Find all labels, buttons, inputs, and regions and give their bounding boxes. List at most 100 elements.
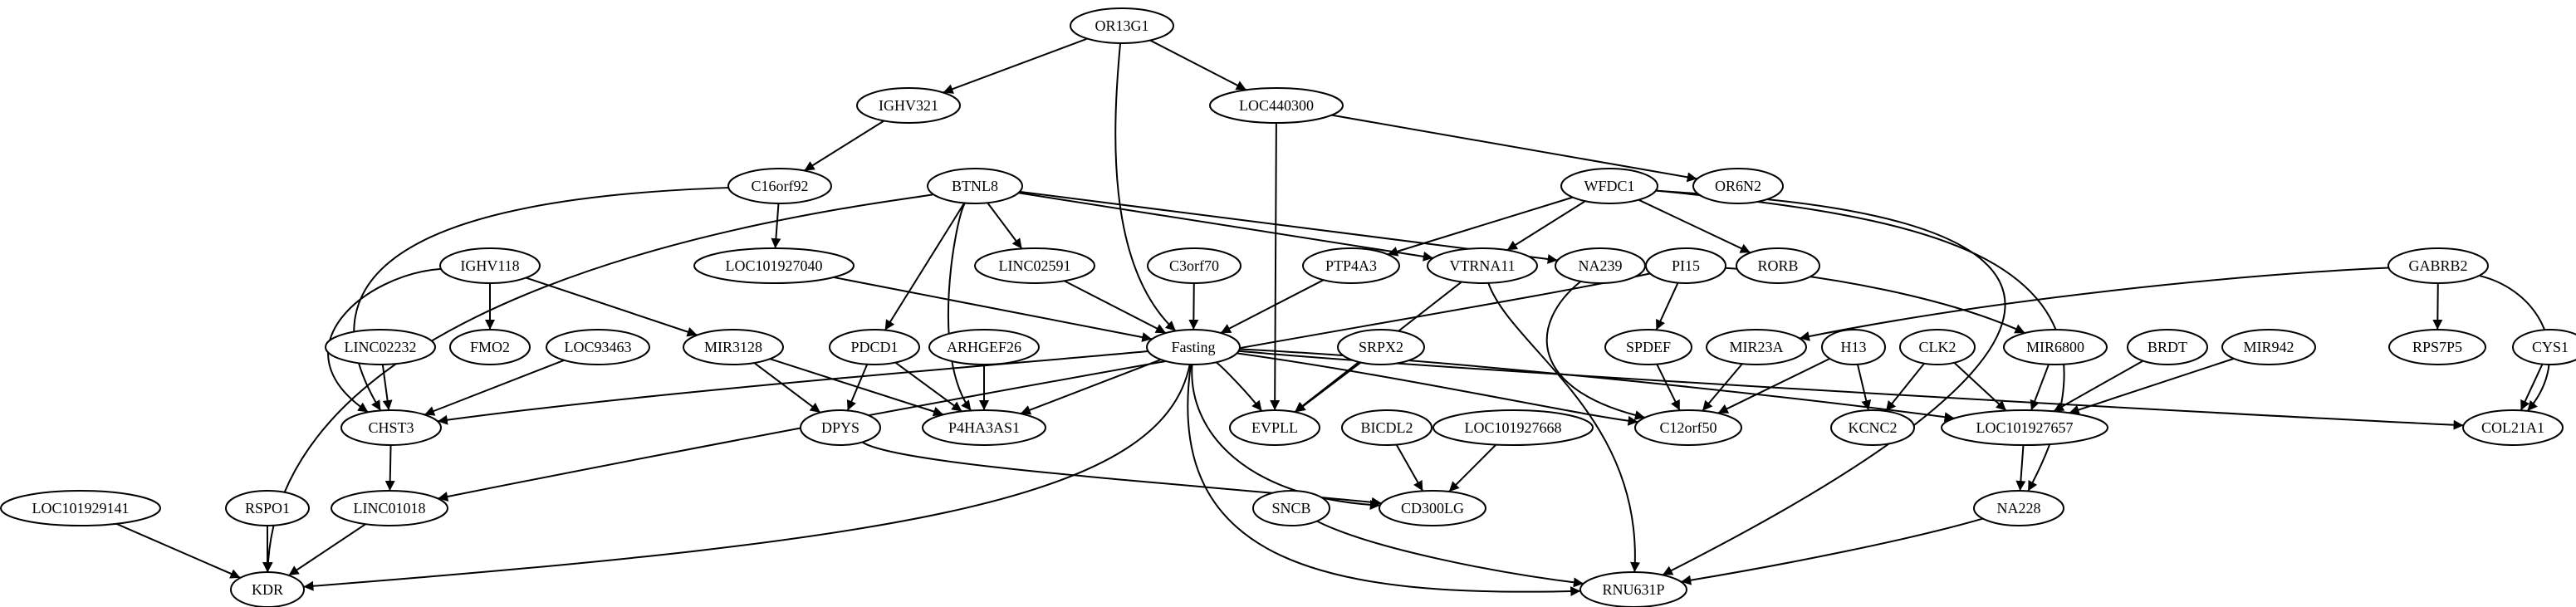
node-ellipse xyxy=(1706,329,1807,365)
node-col21a1[interactable]: COL21A1 xyxy=(2462,409,2564,446)
node-linc02232[interactable]: LINC02232 xyxy=(325,329,436,365)
node-ellipse xyxy=(1560,168,1658,204)
node-label: MIR23A xyxy=(1729,339,1783,355)
node-ellipse xyxy=(1634,409,1742,446)
node-evpll[interactable]: EVPLL xyxy=(1229,409,1320,446)
node-fmo2[interactable]: FMO2 xyxy=(449,329,531,365)
node-loc101927040[interactable]: LOC101927040 xyxy=(693,247,855,284)
node-label: LOC93463 xyxy=(565,339,632,355)
node-ellipse xyxy=(340,409,442,446)
node-ellipse xyxy=(1379,490,1486,526)
node-na228[interactable]: NA228 xyxy=(1973,490,2064,526)
edge-mir942-to-loc101927657 xyxy=(2069,357,2235,415)
node-gabrb2[interactable]: GABRB2 xyxy=(2387,247,2489,284)
node-p4ha3as1[interactable]: P4HA3AS1 xyxy=(922,409,1046,446)
node-arhgef26[interactable]: ARHGEF26 xyxy=(928,329,1040,365)
node-ellipse xyxy=(331,490,448,526)
edges-layer xyxy=(115,37,2551,597)
node-c12orf50[interactable]: C12orf50 xyxy=(1634,409,1742,446)
node-loc440300[interactable]: LOC440300 xyxy=(1209,87,1344,124)
node-or13g1[interactable]: OR13G1 xyxy=(1070,7,1174,44)
edge-pi15-to-linc01018 xyxy=(438,272,1651,502)
node-rnu631p[interactable]: RNU631P xyxy=(1579,571,1687,607)
node-linc01018[interactable]: LINC01018 xyxy=(331,490,448,526)
node-rorb[interactable]: RORB xyxy=(1736,247,1820,284)
edge-btnl8-to-pdcd1 xyxy=(884,202,966,331)
node-mir3128[interactable]: MIR3128 xyxy=(683,329,784,365)
edge-linc02591-to-fasting xyxy=(1064,280,1167,334)
edge-btnl8-to-linc02591 xyxy=(987,202,1023,250)
node-ellipse xyxy=(2388,329,2486,365)
node-ighv321[interactable]: IGHV321 xyxy=(856,87,961,124)
node-label: IGHV321 xyxy=(879,97,938,114)
node-label: RSPO1 xyxy=(245,500,290,516)
edge-fasting-to-evpll xyxy=(1215,361,1263,412)
node-ellipse xyxy=(1070,7,1174,44)
node-clk2[interactable]: CLK2 xyxy=(1899,329,1976,365)
edge-loc440300-to-evpll xyxy=(1270,122,1281,411)
node-btnl8[interactable]: BTNL8 xyxy=(927,168,1023,204)
edge-sncb-to-rnu631p xyxy=(1316,520,1584,588)
node-mir23a[interactable]: MIR23A xyxy=(1706,329,1807,365)
node-cys1[interactable]: CYS1 xyxy=(2512,329,2576,365)
edge-fasting-to-kdr xyxy=(303,364,1191,591)
edge-bicdl2-to-cd300lg xyxy=(1395,444,1424,492)
node-fasting[interactable]: Fasting xyxy=(1146,329,1241,365)
node-ellipse xyxy=(1147,247,1241,284)
node-sncb[interactable]: SNCB xyxy=(1252,490,1330,526)
edge-h13-to-kcnc2 xyxy=(1856,364,1872,411)
node-cd300lg[interactable]: CD300LG xyxy=(1379,490,1486,526)
node-srpx2[interactable]: SRPX2 xyxy=(1337,329,1425,365)
node-ellipse xyxy=(230,571,305,607)
edge-mir3128-to-dpys xyxy=(753,362,821,414)
node-rspo1[interactable]: RSPO1 xyxy=(225,490,310,526)
node-vtrna11[interactable]: VTRNA11 xyxy=(1427,247,1538,284)
node-ellipse xyxy=(2512,329,2576,365)
node-bicdl2[interactable]: BICDL2 xyxy=(1341,409,1432,446)
node-ptp4a3[interactable]: PTP4A3 xyxy=(1302,247,1400,284)
node-na239[interactable]: NA239 xyxy=(1555,247,1646,284)
edge-ighv118-to-chst3 xyxy=(327,267,442,414)
node-mir942[interactable]: MIR942 xyxy=(2221,329,2316,365)
edge-chst3-to-linc01018 xyxy=(384,444,395,492)
node-pdcd1[interactable]: PDCD1 xyxy=(829,329,920,365)
node-ellipse xyxy=(439,247,541,284)
edge-ighv118-to-mir3128 xyxy=(526,277,698,337)
node-mir6800[interactable]: MIR6800 xyxy=(2003,329,2108,365)
node-ellipse xyxy=(2003,329,2108,365)
node-label: FMO2 xyxy=(470,339,510,355)
node-linc02591[interactable]: LINC02591 xyxy=(974,247,1095,284)
node-label: LOC101929141 xyxy=(32,500,130,516)
node-ellipse xyxy=(974,247,1095,284)
node-ighv118[interactable]: IGHV118 xyxy=(439,247,541,284)
node-label: PDCD1 xyxy=(850,339,898,355)
node-ellipse xyxy=(1941,409,2108,446)
node-rps7p5[interactable]: RPS7P5 xyxy=(2388,329,2486,365)
node-ellipse xyxy=(225,490,310,526)
node-wfdc1[interactable]: WFDC1 xyxy=(1560,168,1658,204)
node-label: DPYS xyxy=(821,419,859,436)
node-loc93463[interactable]: LOC93463 xyxy=(546,329,650,365)
node-chst3[interactable]: CHST3 xyxy=(340,409,442,446)
node-loc101927657[interactable]: LOC101927657 xyxy=(1941,409,2108,446)
node-c3orf70[interactable]: C3orf70 xyxy=(1147,247,1241,284)
node-ellipse xyxy=(2462,409,2564,446)
node-dpys[interactable]: DPYS xyxy=(800,409,881,446)
edge-mir6800-to-loc101927657 xyxy=(2030,364,2050,411)
node-h13[interactable]: H13 xyxy=(1821,329,1886,365)
node-pi15[interactable]: PI15 xyxy=(1645,247,1726,284)
node-spdef[interactable]: SPDEF xyxy=(1604,329,1692,365)
edge-ighv321-to-c16orf92 xyxy=(803,120,885,172)
edge-clk2-to-loc101927657 xyxy=(1953,362,2007,412)
node-brdt[interactable]: BRDT xyxy=(2127,329,2208,365)
node-kdr[interactable]: KDR xyxy=(230,571,305,607)
node-kcnc2[interactable]: KCNC2 xyxy=(1830,409,1915,446)
node-or6n2[interactable]: OR6N2 xyxy=(1692,168,1784,204)
edge-c3orf70-to-fasting xyxy=(1188,282,1199,330)
edge-gabrb2-to-rps7p5 xyxy=(2432,282,2443,330)
node-loc101929141[interactable]: LOC101929141 xyxy=(0,490,161,526)
node-ellipse xyxy=(546,329,650,365)
edge-fasting-to-c12orf50 xyxy=(1237,352,1638,426)
node-c16orf92[interactable]: C16orf92 xyxy=(727,168,832,204)
node-loc101927668[interactable]: LOC101927668 xyxy=(1432,409,1594,446)
